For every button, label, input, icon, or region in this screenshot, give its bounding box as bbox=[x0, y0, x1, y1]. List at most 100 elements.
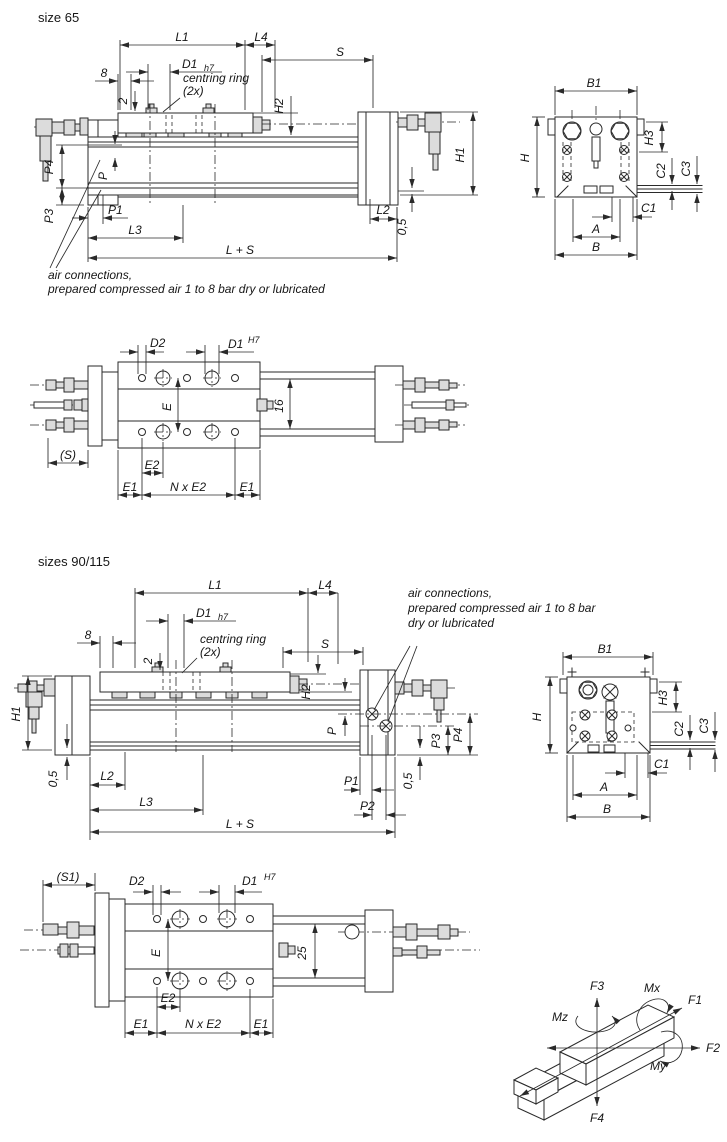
dim-label-8: 8 bbox=[101, 66, 108, 80]
leader-air-upper bbox=[49, 159, 101, 269]
dim-label-05-left-90: 0,5 bbox=[46, 770, 60, 787]
dim-label-b1-90: B1 bbox=[598, 642, 613, 656]
dim-label-8-90: 8 bbox=[85, 628, 92, 642]
dim-label-c2-90: C2 bbox=[672, 721, 686, 737]
dim-label-h3-90: H3 bbox=[656, 690, 670, 706]
dim-label-b-90: B bbox=[603, 802, 611, 816]
carriage-plate bbox=[117, 112, 254, 134]
dim-label-c1: C1 bbox=[641, 201, 656, 215]
size65-end-view: B1 H H3 C2 C3 C1 A B bbox=[518, 76, 703, 260]
dim-label-s1: (S1) bbox=[57, 870, 80, 884]
dim-label-nxe2: N x E2 bbox=[170, 480, 206, 494]
force-diagram: F3 F4 F2 F1 Mx My Mz bbox=[512, 979, 720, 1125]
dim-label-h-90: H bbox=[530, 712, 544, 721]
dim-label-p2-90: P2 bbox=[360, 799, 375, 813]
size65-title: size 65 bbox=[38, 10, 79, 25]
dim-label-a-90: A bbox=[599, 780, 608, 794]
dim-label-stroke: (S) bbox=[60, 448, 76, 462]
dim-label-2: 2 bbox=[116, 97, 130, 105]
dim-label-p-90: P bbox=[325, 727, 339, 735]
leader-air-90-upper bbox=[373, 645, 411, 711]
dim-label-l2: L2 bbox=[376, 203, 390, 217]
dim-label-a: A bbox=[591, 222, 600, 236]
dim-label-s: S bbox=[336, 45, 344, 59]
dim-label-p4-90: P4 bbox=[451, 727, 465, 742]
dim-label-l4-90: L4 bbox=[318, 578, 332, 592]
force-label-f3: F3 bbox=[590, 979, 604, 993]
dim-label-p: P bbox=[96, 172, 110, 180]
size90-end-dimensions: B1 H H3 C2 C3 C1 A B bbox=[530, 642, 718, 822]
right-end-block bbox=[357, 111, 399, 206]
dim-label-e1-right: E1 bbox=[240, 480, 255, 494]
leader-centring-ring-90 bbox=[181, 657, 198, 674]
size90-title: sizes 90/115 bbox=[38, 554, 110, 569]
dim-label-nxe2-90: N x E2 bbox=[185, 1017, 221, 1031]
dim-label-p3: P3 bbox=[42, 208, 56, 223]
dim-label-l3-90: L3 bbox=[139, 795, 153, 809]
dim-label-d1-tolerance: h7 bbox=[204, 63, 215, 73]
note-centring-ring-qty: (2x) bbox=[183, 84, 204, 98]
size90-top-dimensions: (S1) D2 D1 H7 E 25 E2 E1 N x E2 E1 bbox=[42, 870, 318, 1038]
force-label-f1: F1 bbox=[688, 993, 702, 1007]
dim-label-e-90: E bbox=[149, 948, 163, 957]
axis-diagonal bbox=[519, 1007, 683, 1097]
dim-label-l-plus-s-90: L + S bbox=[226, 817, 254, 831]
dim-label-d1-90-tolerance: h7 bbox=[218, 612, 229, 622]
force-diagram-axes bbox=[519, 998, 700, 1106]
dim-label-h1-90: H1 bbox=[9, 706, 23, 721]
carriage-plate-90 bbox=[99, 671, 291, 693]
dim-label-p1-90: P1 bbox=[344, 774, 359, 788]
size65-end-dimensions: B1 H H3 C2 C3 C1 A B bbox=[518, 76, 700, 260]
size65-top-dimensions: D2 D1 H7 E 16 (S) E2 E1 N x E2 E1 bbox=[47, 335, 293, 500]
dim-label-d1-90: D1 bbox=[196, 606, 211, 620]
dim-label-l3: L3 bbox=[128, 223, 142, 237]
note-air-90-line2: prepared compressed air 1 to 8 bar bbox=[407, 601, 596, 615]
force-label-f2: F2 bbox=[706, 1041, 720, 1055]
size65-side-machine bbox=[34, 103, 460, 206]
dim-label-h3: H3 bbox=[642, 130, 656, 146]
moment-label-mx: Mx bbox=[644, 981, 661, 995]
size65-end-machine bbox=[547, 106, 703, 198]
size90-end-machine bbox=[559, 667, 716, 754]
note-air-line1: air connections, bbox=[48, 268, 132, 282]
size65-side-dimensions: L1 L4 S D1 h7 8 2 centring ring (2x) H2 bbox=[42, 30, 478, 296]
size90-top-machine bbox=[20, 892, 480, 1008]
dim-label-d1-top: D1 bbox=[228, 337, 243, 351]
dim-label-e: E bbox=[160, 402, 174, 411]
dim-label-d2-90: D2 bbox=[129, 874, 145, 888]
dim-label-l2-90: L2 bbox=[100, 769, 114, 783]
note-centring-ring: centring ring bbox=[183, 71, 249, 85]
dim-label-d1-top-tolerance: H7 bbox=[248, 335, 260, 345]
size65-top-machine bbox=[30, 361, 472, 449]
dim-label-d1-90-top-tolerance: H7 bbox=[264, 872, 276, 882]
dim-label-e1-left: E1 bbox=[123, 480, 138, 494]
leader-air-lower bbox=[55, 189, 102, 269]
note-air-90-line1: air connections, bbox=[408, 586, 492, 600]
dim-label-e2-90: E2 bbox=[161, 991, 176, 1005]
dim-label-b1: B1 bbox=[587, 76, 602, 90]
size65-side-view: size 65 bbox=[34, 10, 478, 296]
moment-label-mz: Mz bbox=[552, 1010, 568, 1024]
top-view-rail bbox=[259, 371, 376, 437]
dim-label-c1-90: C1 bbox=[654, 757, 669, 771]
dim-label-l1-90: L1 bbox=[208, 578, 221, 592]
dim-label-l1: L1 bbox=[175, 30, 188, 44]
size90-side-dimensions: L1 L4 D1 h7 8 centring ring (2x) 2 S H2 bbox=[9, 578, 596, 840]
dim-label-16: 16 bbox=[272, 399, 286, 413]
note-air-line2: prepared compressed air 1 to 8 bar dry o… bbox=[47, 282, 325, 296]
dim-label-e1-90-left: E1 bbox=[134, 1017, 149, 1031]
dim-label-c2: C2 bbox=[654, 163, 668, 179]
dim-label-l-plus-s: L + S bbox=[226, 243, 254, 257]
dim-label-05-right-90: 0,5 bbox=[401, 772, 415, 789]
dim-label-h: H bbox=[518, 153, 532, 162]
dim-label-h1: H1 bbox=[453, 147, 467, 162]
dim-label-s-90: S bbox=[321, 637, 329, 651]
leader-air-90-lower bbox=[387, 645, 418, 723]
note-air-90-line3: dry or lubricated bbox=[408, 616, 494, 630]
moment-label-my: My bbox=[650, 1059, 667, 1073]
moment-arrow-my bbox=[659, 1030, 683, 1068]
size90-side-view: sizes 90/115 bbox=[9, 554, 596, 840]
dim-label-e1-90-right: E1 bbox=[254, 1017, 269, 1031]
cylinder-rail bbox=[87, 136, 399, 196]
moment-arrow-mx bbox=[636, 998, 674, 1031]
